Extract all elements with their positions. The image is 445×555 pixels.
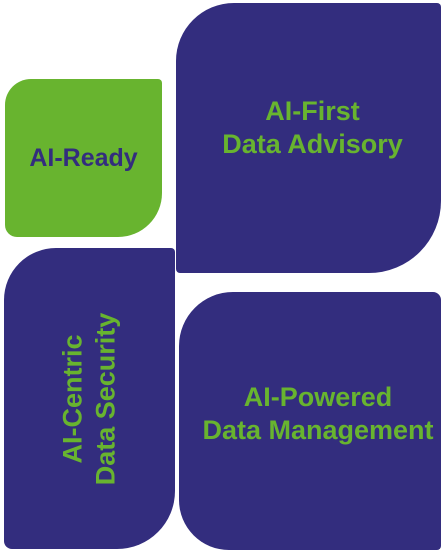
data-advisory-label-line: Data Advisory (222, 129, 403, 159)
ai-first-label-line: AI-First (265, 96, 360, 126)
ai-ready-label-line: AI-Ready (29, 143, 138, 172)
ai-powered-label-line: AI-Powered (243, 382, 393, 412)
ai-powered-data-management-tile: AI-Powered Data Management (179, 292, 441, 550)
data-management-label-line: Data Management (202, 415, 434, 445)
ai-centric-data-security-tile: AI-Centric Data Security (4, 248, 175, 549)
ai-ready-tile: AI-Ready (5, 79, 162, 237)
ai-powered-data-management-label: AI-Powered Data Management (202, 381, 433, 447)
ai-first-data-advisory-label: AI-First Data Advisory (222, 95, 403, 161)
ai-ready-label: AI-Ready (29, 142, 137, 175)
ai-centric-label-line: AI-Centric (57, 333, 88, 464)
ai-first-data-advisory-tile: AI-First Data Advisory (176, 3, 441, 273)
data-security-label-line: Data Security (90, 312, 121, 485)
ai-centric-data-security-label: AI-Centric Data Security (57, 312, 123, 485)
